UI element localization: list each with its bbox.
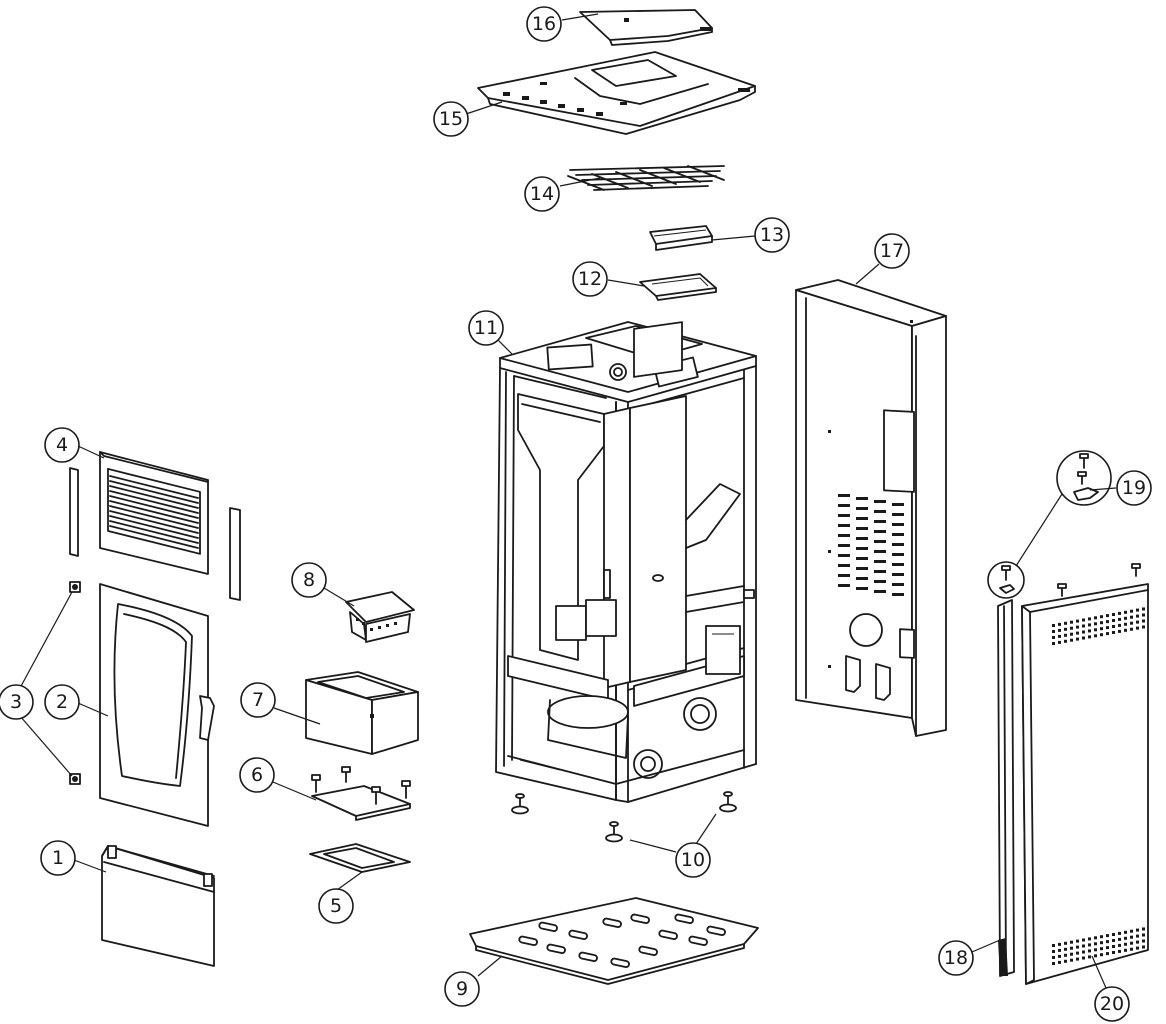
- callout-1: 1: [40, 840, 76, 876]
- callout-3: 3: [0, 684, 34, 720]
- part-9-base-plate: [469, 897, 759, 985]
- part-20-side-panel: [1021, 563, 1149, 985]
- part-19-fixing-clip-detail: [987, 450, 1112, 599]
- svg-text:6: 6: [251, 764, 263, 786]
- leader-lines: [19, 13, 1117, 989]
- callout-4: 4: [44, 427, 80, 463]
- callout-2: 2: [44, 684, 80, 720]
- callout-17: 17: [874, 233, 910, 269]
- callouts: 1 2 3 4 5 6 7 8 9 10 11 12 13 14 15 16 1…: [0, 6, 1152, 1022]
- part-10-adjustable-feet: [511, 791, 737, 843]
- part-3-hinge-pins: [69, 581, 81, 785]
- callout-15: 15: [433, 101, 469, 137]
- svg-text:1: 1: [52, 847, 64, 869]
- svg-text:15: 15: [439, 108, 463, 130]
- callout-12: 12: [572, 261, 608, 297]
- callout-20: 20: [1094, 986, 1130, 1022]
- part-12-plate: [639, 273, 717, 301]
- svg-text:7: 7: [252, 689, 264, 711]
- part-7-ash-drawer: [305, 671, 419, 755]
- svg-text:18: 18: [944, 947, 968, 969]
- callout-16: 16: [526, 6, 562, 42]
- svg-text:4: 4: [56, 434, 68, 456]
- part-13-bracket: [649, 225, 713, 251]
- part-17-rear-side-panel: [795, 279, 947, 737]
- callout-13: 13: [754, 217, 790, 253]
- svg-text:19: 19: [1122, 477, 1146, 499]
- callout-11: 11: [468, 310, 504, 346]
- svg-text:14: 14: [530, 183, 554, 205]
- part-1-lower-front-panel: [101, 845, 215, 967]
- callout-10: 10: [675, 842, 711, 878]
- svg-text:16: 16: [532, 13, 556, 35]
- svg-text:5: 5: [330, 895, 342, 917]
- svg-text:10: 10: [681, 849, 705, 871]
- svg-text:11: 11: [474, 317, 498, 339]
- callout-6: 6: [239, 757, 275, 793]
- svg-text:8: 8: [303, 569, 315, 591]
- part-8-burn-pot: [345, 591, 415, 643]
- callout-5: 5: [318, 888, 354, 924]
- svg-text:12: 12: [578, 268, 602, 290]
- svg-text:2: 2: [56, 691, 68, 713]
- part-4-front-grille-panel: [69, 451, 241, 601]
- callout-14: 14: [524, 176, 560, 212]
- svg-text:9: 9: [456, 978, 468, 1000]
- svg-text:17: 17: [880, 240, 904, 262]
- part-2-front-door: [99, 583, 215, 827]
- callout-9: 9: [444, 971, 480, 1007]
- callout-19: 19: [1116, 470, 1152, 506]
- callout-8: 8: [291, 562, 327, 598]
- part-16-top-lid: [579, 9, 713, 46]
- part-5-gasket-frame: [309, 843, 411, 873]
- part-18-side-strip: [997, 599, 1015, 977]
- callout-7: 7: [240, 682, 276, 718]
- part-6-cover-plate: [311, 766, 411, 821]
- callout-18: 18: [938, 940, 974, 976]
- svg-text:13: 13: [760, 224, 784, 246]
- svg-text:20: 20: [1100, 993, 1124, 1015]
- part-14-mesh-grate: [567, 165, 725, 191]
- part-15-top-cover: [477, 51, 756, 135]
- svg-text:3: 3: [10, 691, 22, 713]
- part-11-main-body-frame: [495, 321, 757, 803]
